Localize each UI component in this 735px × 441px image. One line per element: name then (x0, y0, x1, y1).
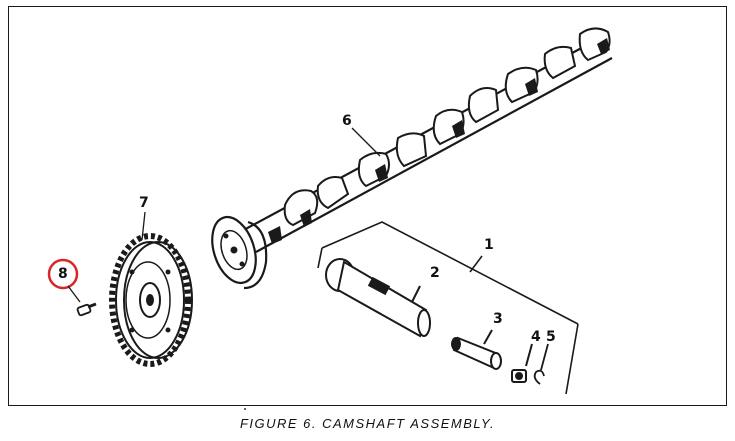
callout-6: 6 (342, 113, 352, 129)
callout-2: 2 (430, 265, 440, 281)
callout-8: 8 (58, 266, 68, 282)
plunger (451, 329, 502, 370)
screw (76, 302, 97, 317)
callout-5: 5 (546, 329, 556, 345)
lifter-body (325, 258, 431, 338)
callout-3: 3 (493, 311, 503, 327)
speck-mark (244, 408, 246, 410)
callout-7: 7 (139, 195, 149, 211)
callout-8-highlight (47, 258, 79, 290)
callout-1: 1 (484, 237, 494, 253)
camshaft (211, 27, 613, 290)
camshaft-gear (109, 233, 193, 367)
assembly-bracket (317, 221, 579, 395)
retaining-clip (533, 343, 549, 385)
small-nut (511, 343, 533, 383)
callout-4: 4 (531, 329, 541, 345)
figure-caption: FIGURE 6. CAMSHAFT ASSEMBLY. (239, 416, 496, 431)
diagram-frame (8, 6, 727, 406)
